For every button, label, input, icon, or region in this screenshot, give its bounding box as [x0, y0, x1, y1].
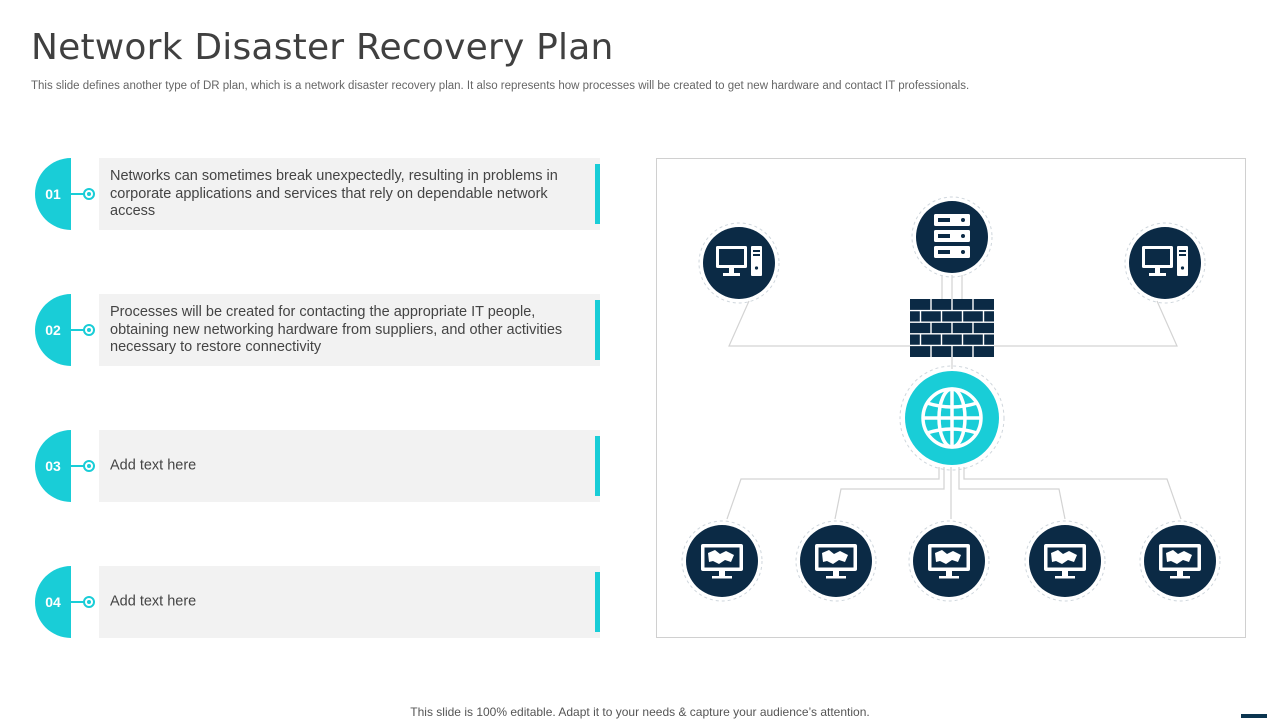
- step-text-box: Add text here: [99, 430, 600, 502]
- monitor-node-2: [795, 520, 877, 602]
- step-number: 04: [45, 594, 61, 610]
- desktop-computer-node-left: [698, 222, 780, 304]
- step-text: Networks can sometimes break unexpectedl…: [110, 167, 558, 219]
- step-accent-bar: [595, 164, 600, 224]
- step-text: Add text here: [110, 593, 197, 610]
- step-item-2: 02 Processes will be created for contact…: [35, 294, 600, 366]
- step-dot-icon: [83, 596, 95, 608]
- connection-lines: [726, 275, 1182, 520]
- step-text: Add text here: [110, 457, 197, 474]
- step-dot-icon: [83, 324, 95, 336]
- footer-note: This slide is 100% editable. Adapt it to…: [410, 705, 870, 719]
- step-item-3: 03 Add text here: [35, 430, 600, 502]
- page-title: Network Disaster Recovery Plan: [31, 27, 614, 68]
- monitor-node-1: [681, 520, 763, 602]
- step-number: 03: [45, 458, 61, 474]
- step-dot-icon: [83, 460, 95, 472]
- step-connector: [71, 193, 89, 195]
- monitor-node-4: [1024, 520, 1106, 602]
- step-number: 02: [45, 322, 61, 338]
- step-text-box: Networks can sometimes break unexpectedl…: [99, 158, 600, 230]
- network-diagram-svg: [681, 196, 1221, 602]
- monitor-node-3: [908, 520, 990, 602]
- step-connector: [71, 465, 89, 467]
- step-item-1: 01 Networks can sometimes break unexpect…: [35, 158, 600, 230]
- step-text-box: Processes will be created for contacting…: [99, 294, 600, 366]
- step-text-box: Add text here: [99, 566, 600, 638]
- network-diagram: [656, 158, 1246, 638]
- globe-icon: [921, 387, 983, 449]
- step-accent-bar: [595, 300, 600, 360]
- server-node: [911, 196, 993, 278]
- step-dot-icon: [83, 188, 95, 200]
- step-item-4: 04 Add text here: [35, 566, 600, 638]
- step-connector: [71, 329, 89, 331]
- step-text: Processes will be created for contacting…: [110, 303, 563, 355]
- step-accent-bar: [595, 436, 600, 496]
- step-accent-bar: [595, 572, 600, 632]
- footer-accent-mark: [1241, 714, 1267, 718]
- monitor-node-5: [1139, 520, 1221, 602]
- desktop-computer-node-right: [1124, 222, 1206, 304]
- globe-node: [899, 365, 1005, 471]
- server-rack-icon: [934, 214, 970, 258]
- page-subtitle: This slide defines another type of DR pl…: [31, 80, 970, 92]
- firewall-brick-wall-icon: [910, 299, 994, 357]
- step-number: 01: [45, 186, 61, 202]
- step-connector: [71, 601, 89, 603]
